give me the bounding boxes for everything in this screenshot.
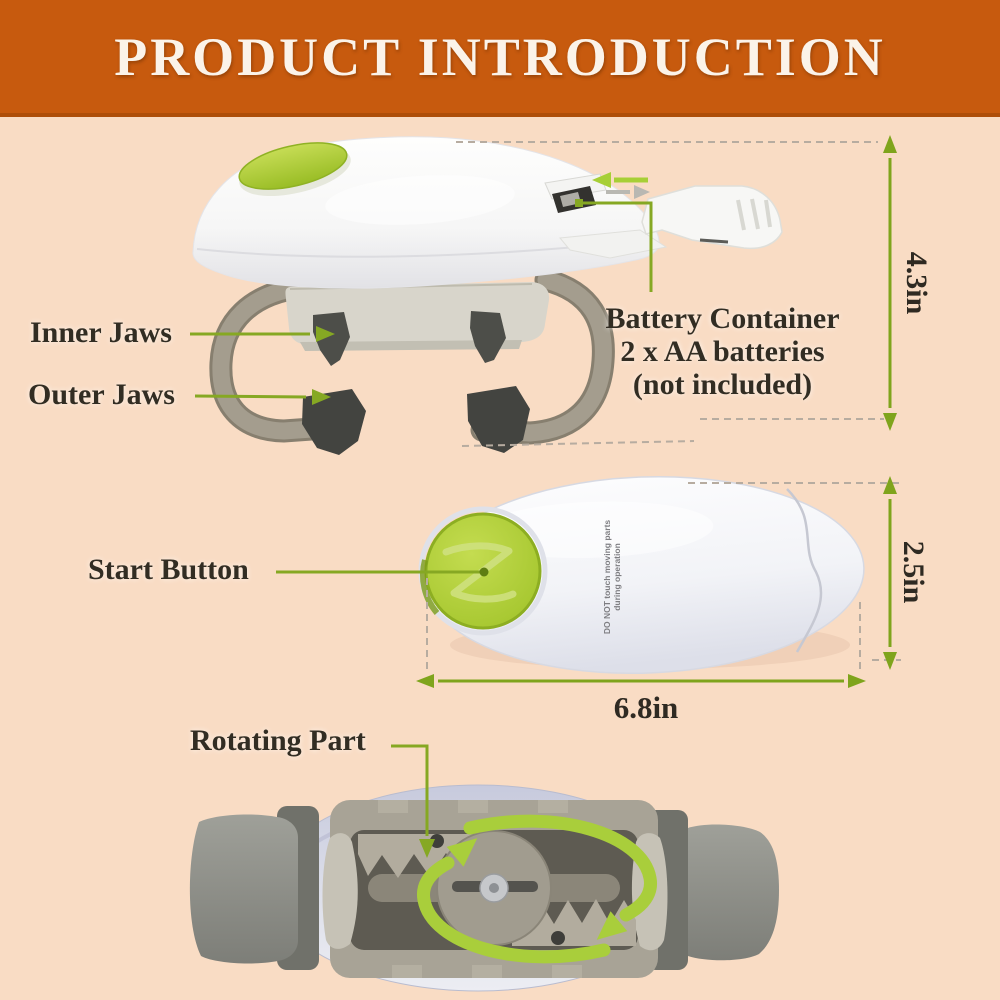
cover-vent-1 — [736, 199, 746, 231]
button-rim-shade — [420, 559, 440, 615]
dimension-width-top: 2.5in — [897, 540, 930, 604]
housing-tab — [538, 800, 568, 813]
side-view-illustration — [192, 136, 783, 455]
leader-outer-jaws — [194, 394, 307, 399]
cover-vent-2 — [750, 198, 760, 230]
inner-jaw-left — [313, 312, 350, 366]
header-banner: PRODUCT INTRODUCTION — [0, 0, 1000, 117]
tail-seam — [786, 488, 823, 653]
label-outer-jaws: Outer Jaws — [28, 378, 175, 411]
housing-tab — [472, 965, 502, 978]
housing-screw-1 — [430, 834, 444, 848]
label-rotating-part: Rotating Part — [190, 724, 366, 757]
right-paddle — [688, 824, 779, 961]
leader-arrowhead-rotating — [419, 839, 435, 858]
cover-vent-3 — [764, 199, 772, 228]
dimension-height-side: 4.3in — [900, 251, 933, 315]
leader-dot-battery — [575, 199, 583, 207]
left-paddle — [189, 814, 298, 964]
inner-guide-left — [322, 833, 358, 949]
annotation-lines — [190, 135, 901, 858]
housing-tab — [392, 965, 422, 978]
warning-line2: during operation — [612, 543, 622, 611]
button-wave-mark — [442, 542, 517, 603]
power-button-side — [238, 142, 348, 190]
top-view-illustration — [418, 476, 865, 674]
dimension-arrow-43 — [883, 135, 897, 431]
bottom-view-illustration — [189, 784, 779, 992]
label-start-button: Start Button — [88, 553, 249, 586]
dimension-arrow-25 — [883, 476, 897, 670]
housing-screw-2 — [551, 931, 565, 945]
body-beak — [559, 229, 668, 259]
dimension-length: 6.8in — [613, 690, 679, 725]
device-warning-text: DO NOT touch moving parts during operati… — [602, 507, 622, 647]
screw-center — [489, 883, 499, 893]
battery-label-line1: Battery Container — [605, 302, 840, 335]
slide-out-arrow-icon — [592, 172, 648, 188]
gear-base-shadow — [300, 340, 522, 351]
inner-jaw-right — [470, 311, 506, 363]
battery-label-line2: 2 x AA batteries — [620, 335, 825, 368]
leader-battery — [579, 201, 653, 292]
leader-dot-start-button — [479, 567, 489, 577]
outer-jaw-right — [467, 386, 530, 453]
housing-tab — [552, 965, 582, 978]
left-leg-face — [212, 278, 349, 440]
slide-in-arrow-icon — [606, 185, 650, 199]
right-leg-face — [473, 271, 612, 442]
cover-slit — [699, 238, 729, 244]
label-inner-jaws: Inner Jaws — [30, 316, 172, 349]
outer-jaw-left — [302, 389, 366, 455]
body-highlight — [325, 175, 515, 225]
leader-arrowhead-outer — [312, 389, 331, 405]
leader-lines — [190, 201, 653, 836]
dashed-reference-lines — [426, 141, 901, 674]
battery-cover — [641, 185, 783, 250]
warning-line1: DO NOT touch moving parts — [602, 519, 612, 635]
leader-arrowhead-inner — [316, 326, 335, 342]
leader-rotating-part — [391, 744, 429, 836]
dimension-arrow-68 — [416, 674, 866, 688]
housing-tab — [458, 800, 488, 813]
page-title: PRODUCT INTRODUCTION — [114, 26, 886, 87]
rotation-arrows-icon — [416, 814, 658, 964]
label-battery-container: Battery Container 2 x AA batteries (not … — [580, 302, 865, 401]
housing-tab — [378, 800, 408, 813]
battery-label-line3: (not included) — [632, 368, 813, 401]
